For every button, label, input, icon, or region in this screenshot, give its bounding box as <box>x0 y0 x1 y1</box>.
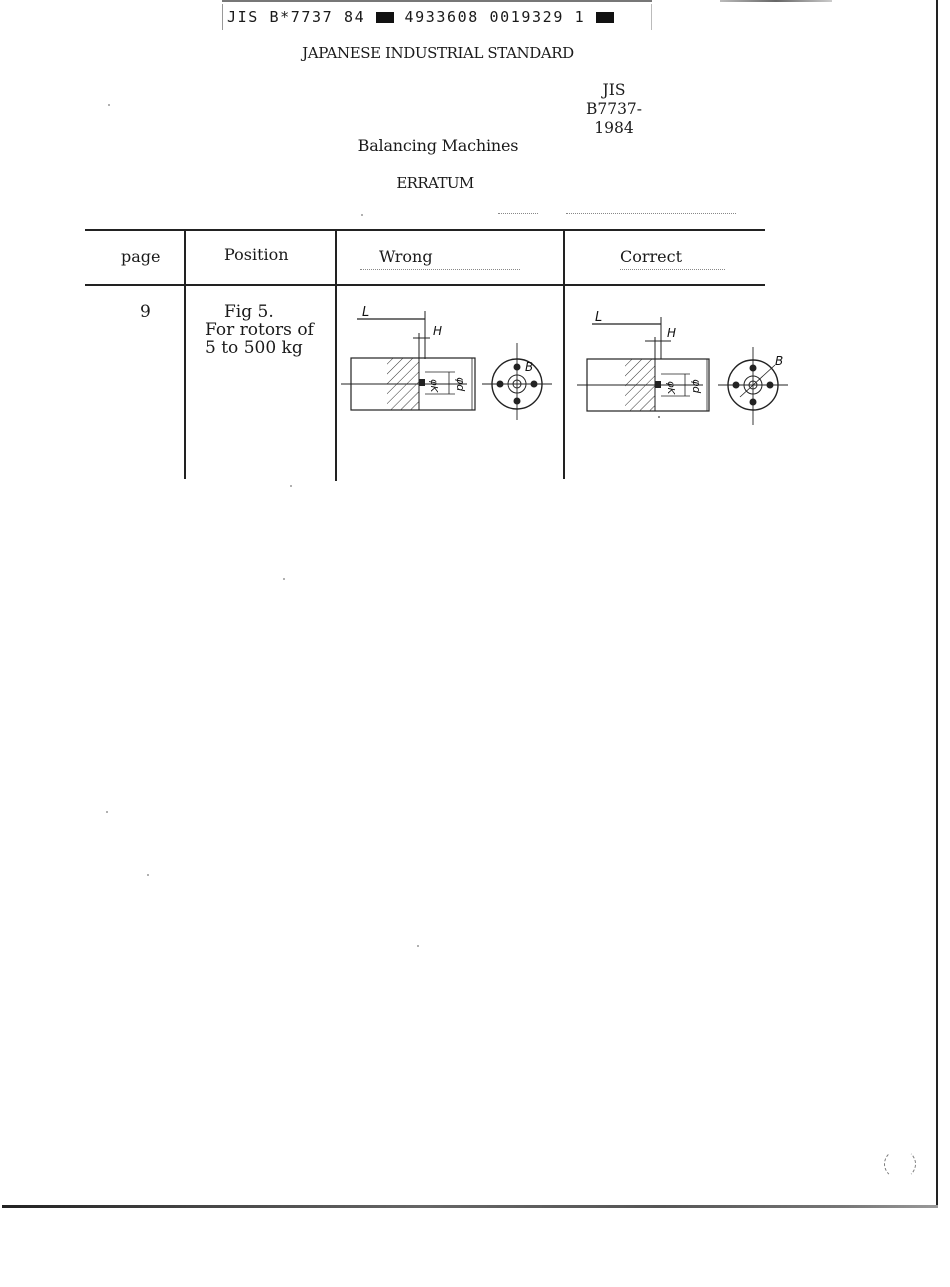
svg-text:B: B <box>775 354 783 368</box>
column-divider <box>184 229 186 479</box>
svg-text:φK: φK <box>428 379 439 394</box>
column-header-wrong: Wrong <box>379 247 433 266</box>
table-top-rule <box>85 229 765 231</box>
rotor-drawing-wrong: L H φK φd <box>337 295 562 420</box>
column-header-page: page <box>121 247 161 266</box>
row-position-line1: Fig 5. <box>224 302 274 322</box>
scan-dots <box>620 269 725 270</box>
svg-text:φd: φd <box>454 377 467 392</box>
erratum-heading: ERRATUM <box>396 174 474 192</box>
scan-speck <box>108 104 110 106</box>
row-position-line3: 5 to 500 kg <box>205 338 303 358</box>
svg-text:H: H <box>433 324 442 338</box>
scan-dots <box>498 213 538 214</box>
scan-speck <box>417 945 419 947</box>
jis-number: B7737-1984 <box>585 100 643 137</box>
svg-text:L: L <box>595 310 602 325</box>
svg-text:φd: φd <box>690 379 703 394</box>
scan-dots <box>360 269 520 270</box>
svg-text:L: L <box>362 305 369 320</box>
header-code-number: 4933608 0019329 1 <box>404 8 586 26</box>
registration-mark-icon <box>884 1149 916 1179</box>
scan-speck <box>106 811 108 813</box>
erratum-table: page Position Wrong Correct 9 Fig 5. For… <box>85 229 788 481</box>
scan-dots <box>566 213 736 214</box>
column-divider <box>335 229 337 481</box>
table-header-rule <box>85 284 765 286</box>
scan-speck <box>290 485 292 487</box>
document-title: Balancing Machines <box>357 136 519 155</box>
jis-designation: JIS B7737-1984 <box>567 81 661 138</box>
svg-text:φK: φK <box>665 381 676 396</box>
barcode-block-icon <box>595 12 614 23</box>
column-header-correct: Correct <box>620 247 683 266</box>
scan-speck <box>147 874 149 876</box>
barcode-block-icon <box>375 12 394 23</box>
row-position-line2: For rotors of <box>205 320 314 340</box>
column-header-position: Position <box>224 245 289 264</box>
header-code-strip: JIS B*7737 84 4933608 0019329 1 <box>222 4 652 30</box>
jis-prefix: JIS <box>602 81 626 99</box>
header-code-prefix: JIS B*7737 84 <box>227 8 366 26</box>
rotor-drawing-correct: L H φK φd <box>575 297 800 427</box>
row-page-number: 9 <box>140 302 151 322</box>
standard-title: JAPANESE INDUSTRIAL STANDARD <box>302 44 574 62</box>
page-right-border <box>936 0 938 1207</box>
header-right-rule <box>720 0 832 2</box>
svg-text:H: H <box>667 326 676 340</box>
svg-text:B: B <box>525 360 533 374</box>
scan-speck <box>283 578 285 580</box>
page-bottom-rule <box>2 1205 938 1208</box>
column-divider <box>563 229 565 479</box>
scan-speck <box>361 214 363 216</box>
header-top-rule <box>222 0 652 2</box>
